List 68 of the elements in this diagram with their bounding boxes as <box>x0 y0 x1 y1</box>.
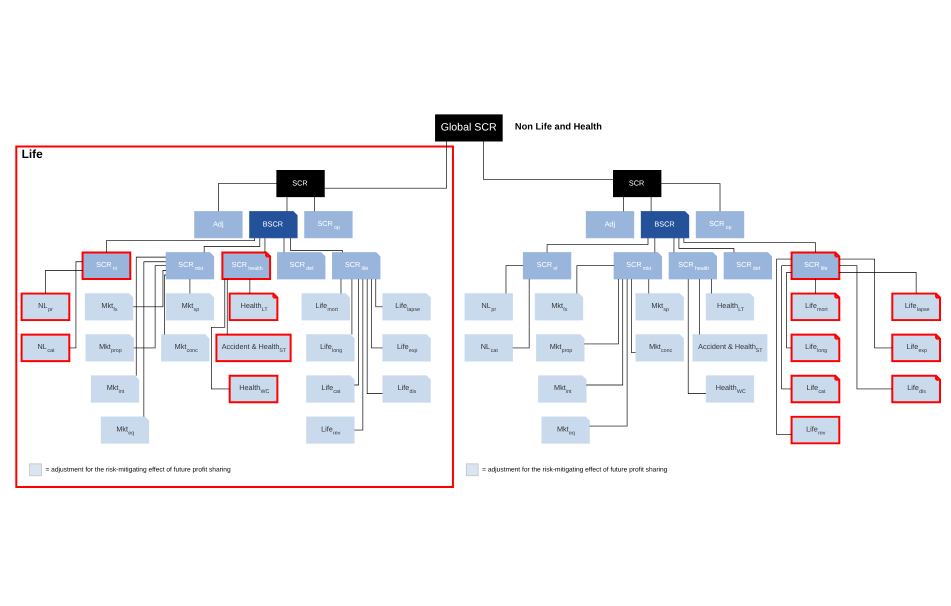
connector <box>678 237 734 252</box>
connector <box>654 237 656 252</box>
connector <box>786 272 792 348</box>
connector <box>366 278 383 394</box>
connector <box>133 264 166 348</box>
connector <box>546 237 648 252</box>
connector <box>264 237 266 252</box>
connector <box>290 237 343 252</box>
connector <box>688 278 706 394</box>
connector <box>648 278 650 294</box>
node-box: SCR$_{nl}$ <box>522 252 572 279</box>
connector <box>354 278 364 430</box>
connector <box>375 278 383 307</box>
connector <box>650 196 652 212</box>
connector <box>512 278 530 348</box>
connector <box>711 278 712 294</box>
node-box: Life$_{rev}$ <box>306 416 355 444</box>
connector <box>218 182 277 212</box>
connector <box>623 196 624 212</box>
connector <box>354 278 359 385</box>
connector <box>699 278 700 334</box>
connector <box>340 278 342 294</box>
connector <box>631 278 636 352</box>
connector <box>586 278 624 385</box>
connector <box>776 258 792 435</box>
connector <box>132 270 166 307</box>
connector <box>136 256 166 376</box>
connector <box>584 278 619 344</box>
node-box: Adj <box>194 210 243 238</box>
node-box: SCR <box>613 169 662 197</box>
label: Non Life and Health <box>514 121 602 132</box>
node-box: Health$_{WC}$ <box>228 374 278 403</box>
node-box: SCR$_{op}$ <box>696 210 744 238</box>
node-box: NL$_{cat}$ <box>464 334 513 361</box>
node-box: Global SCR <box>435 114 503 141</box>
connector <box>839 258 893 348</box>
connector <box>226 278 228 334</box>
connector <box>164 274 166 334</box>
connector <box>589 278 628 426</box>
connector <box>483 140 614 180</box>
node-box: Accident & Health$_{ST}$ <box>692 334 768 361</box>
node-box: Adj <box>586 210 634 238</box>
connector <box>660 182 720 212</box>
node-box: Life$_{rev}$ <box>790 415 840 444</box>
connector <box>506 264 524 294</box>
node-box: NL$_{pr}$ <box>20 292 70 321</box>
node-box: SCR <box>276 169 325 197</box>
connector <box>314 196 315 212</box>
connector <box>781 264 792 389</box>
connector <box>204 237 260 252</box>
node-box: Health$_{WC}$ <box>706 374 754 402</box>
connector <box>69 260 83 348</box>
connector <box>45 270 83 294</box>
connector <box>144 260 166 416</box>
connector <box>286 196 288 212</box>
node-box: SCR$_{op}$ <box>304 210 353 238</box>
connector <box>838 272 916 294</box>
connector <box>211 278 230 389</box>
connector <box>815 278 816 294</box>
connector <box>371 278 383 348</box>
node-box: NL$_{cat}$ <box>20 333 70 362</box>
connector <box>839 264 893 389</box>
connector <box>684 237 816 252</box>
connector <box>576 264 614 294</box>
node-box: NL$_{pr}$ <box>464 292 513 320</box>
node-box: Accident & Health$_{ST}$ <box>215 333 292 362</box>
node-box: SCR$_{nl}$ <box>82 250 132 280</box>
connector <box>324 140 447 188</box>
